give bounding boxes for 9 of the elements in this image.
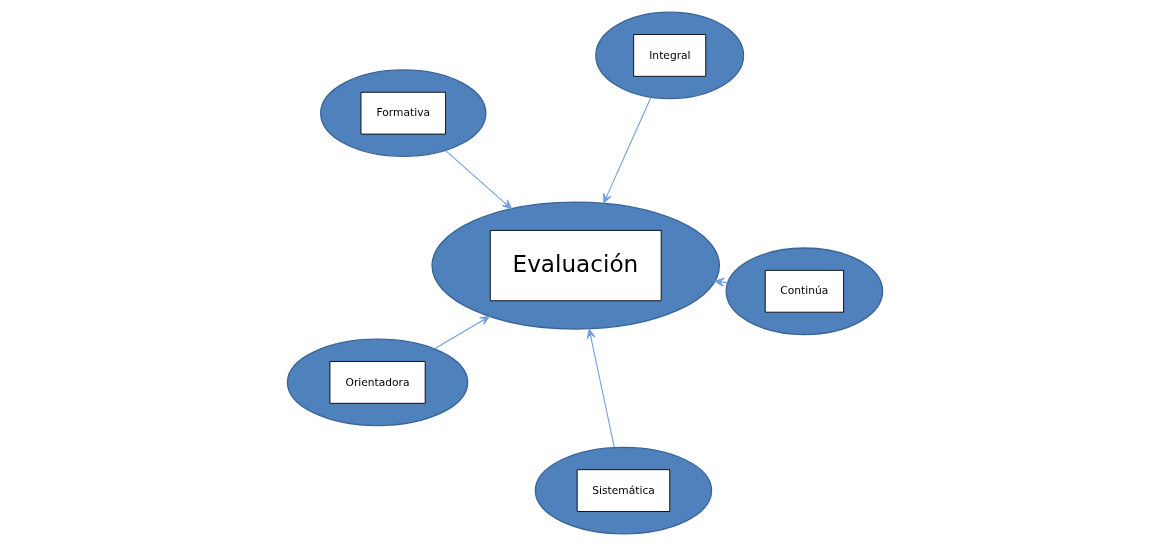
node-ellipse: Integral	[594, 11, 744, 100]
arrow	[713, 277, 728, 287]
node-ellipse: Orientadora	[286, 338, 468, 427]
arrow	[444, 150, 512, 210]
node-ellipse: Sistemática	[534, 446, 712, 535]
node-ellipse: Formativa	[319, 69, 486, 158]
arrow	[602, 96, 651, 204]
arrow	[586, 328, 615, 448]
arrow	[433, 316, 490, 350]
